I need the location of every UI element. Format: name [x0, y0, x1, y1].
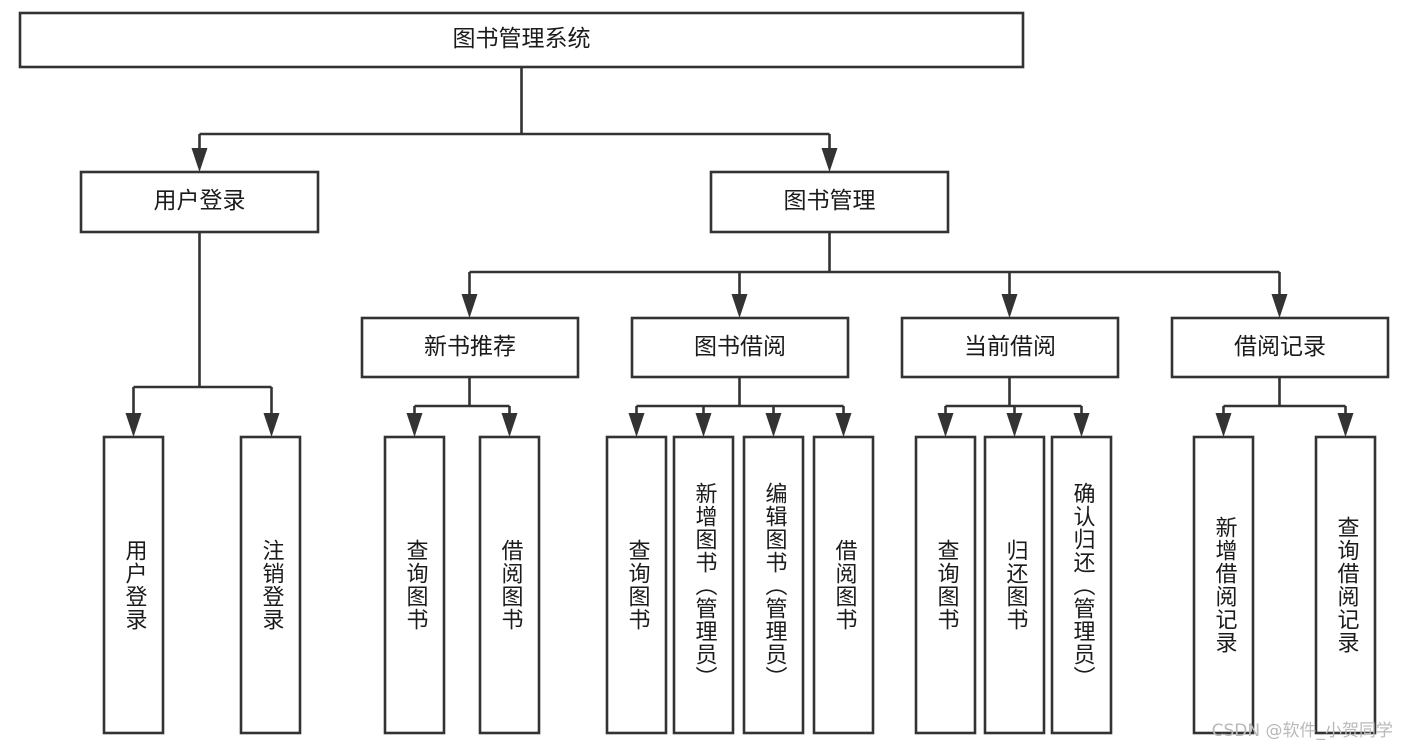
arrow-head-icon [191, 148, 208, 172]
arrow-head-icon [695, 413, 712, 437]
node-box-new-book-recommend[interactable] [360, 316, 580, 379]
node-box-leaf-5[interactable] [672, 435, 735, 735]
node-box-book-management[interactable] [709, 170, 950, 234]
node-box-leaf-3[interactable] [478, 435, 541, 735]
arrow-head-icon [1001, 294, 1018, 318]
node-box-leaf-4[interactable] [605, 435, 668, 735]
node-box-leaf-10[interactable] [1050, 435, 1113, 735]
arrow-head-icon [937, 413, 954, 437]
arrow-head-icon [501, 413, 518, 437]
node-box-leaf-11[interactable] [1192, 435, 1255, 735]
node-box-leaf-12[interactable] [1314, 435, 1377, 735]
arrow-head-icon [1215, 413, 1232, 437]
arrow-head-icon [628, 413, 645, 437]
connector-group-new-book-children [406, 377, 518, 437]
connector-group-root-to-level2 [191, 67, 838, 172]
arrow-head-icon [731, 294, 748, 318]
node-box-leaf-1[interactable] [239, 435, 302, 735]
connector-group-borrow-children [628, 377, 852, 437]
arrow-head-icon [406, 413, 423, 437]
node-box-leaf-9[interactable] [983, 435, 1046, 735]
node-box-user-login[interactable] [79, 170, 320, 234]
connector-group-current-borrow-children [937, 377, 1090, 437]
node-box-leaf-2[interactable] [383, 435, 446, 735]
node-box-leaf-7[interactable] [812, 435, 875, 735]
arrow-head-icon [263, 413, 280, 437]
arrow-head-icon [1337, 413, 1354, 437]
arrow-head-icon [125, 413, 142, 437]
connector-group-user-login-children [125, 232, 280, 437]
arrow-head-icon [1271, 294, 1288, 318]
node-box-current-borrow[interactable] [900, 316, 1120, 379]
node-box-book-borrow[interactable] [630, 316, 850, 379]
connector-group-book-mgmt-children [461, 232, 1288, 318]
arrow-head-icon [461, 294, 478, 318]
node-box-leaf-6[interactable] [742, 435, 805, 735]
arrow-head-icon [835, 413, 852, 437]
arrow-head-icon [821, 148, 838, 172]
node-box-leaf-8[interactable] [914, 435, 977, 735]
arrow-head-icon [1006, 413, 1023, 437]
arrow-head-icon [1073, 413, 1090, 437]
connector-group-record-children [1215, 377, 1354, 437]
arrow-head-icon [765, 413, 782, 437]
node-box-leaf-0[interactable] [102, 435, 165, 735]
node-box-borrow-record[interactable] [1170, 316, 1390, 379]
node-box-root[interactable] [18, 11, 1025, 69]
